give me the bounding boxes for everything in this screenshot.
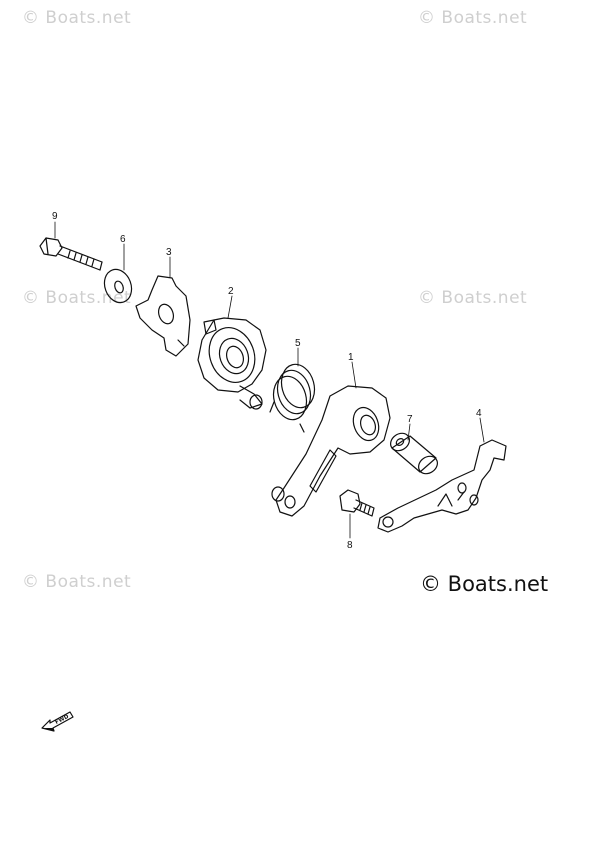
callout-8[interactable]: 8	[347, 540, 353, 551]
watermark-top-left: © Boats.net	[22, 8, 132, 28]
callout-2[interactable]: 2	[228, 286, 234, 297]
watermark-top-right: © Boats.net	[418, 8, 528, 28]
watermark-mid-left: © Boats.net	[22, 288, 132, 308]
part-2-housing	[197, 317, 267, 410]
part-1-lever	[271, 385, 391, 517]
fwd-label: FWD	[54, 714, 70, 726]
part-4-link	[377, 439, 507, 533]
fwd-arrow-icon: FWD	[41, 711, 74, 732]
watermark-mid-right: © Boats.net	[418, 288, 528, 308]
callout-9[interactable]: 9	[52, 211, 58, 222]
part-3-bracket	[135, 275, 191, 357]
part-7-collar	[390, 432, 438, 475]
part-6-washer	[103, 268, 133, 304]
watermark-low-left: © Boats.net	[22, 572, 132, 592]
part-5-spring	[269, 363, 316, 433]
callout-6[interactable]: 6	[120, 234, 126, 245]
callout-3[interactable]: 3	[166, 247, 172, 258]
copyright-label: © Boats.net	[420, 572, 549, 596]
callout-7[interactable]: 7	[407, 414, 413, 425]
callout-5[interactable]: 5	[295, 338, 301, 349]
part-9-bolt	[39, 237, 103, 271]
callout-1[interactable]: 1	[348, 352, 354, 363]
callout-4[interactable]: 4	[476, 408, 482, 419]
leader-lines	[54, 221, 485, 539]
part-8-bolt	[339, 489, 375, 517]
